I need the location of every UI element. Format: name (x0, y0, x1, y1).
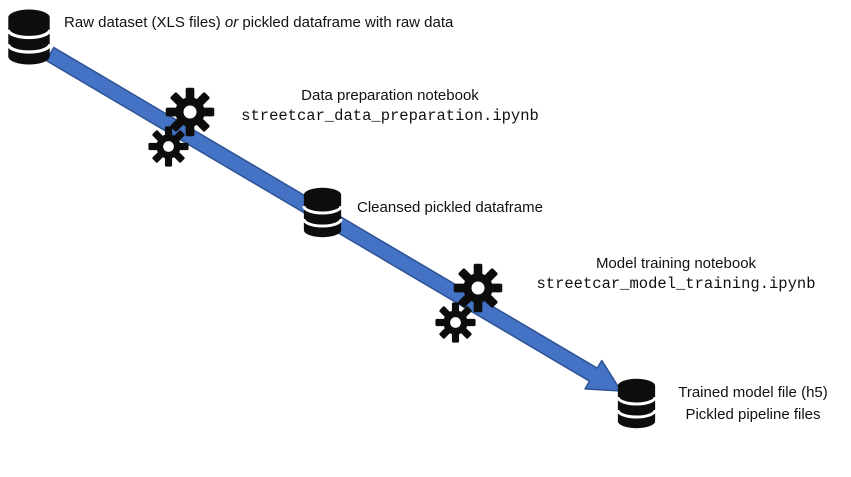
model-training-gear-icon (452, 262, 504, 314)
raw-data-label-suffix: pickled dataframe with raw data (238, 14, 454, 31)
data-prep-filename: streetcar_data_preparation.ipynb (241, 107, 539, 125)
data-prep-gear-small-icon (147, 125, 190, 168)
trained-model-database-icon (616, 377, 657, 430)
cleansed-database-icon (302, 186, 343, 239)
raw-data-label-prefix: Raw dataset (XLS files) (64, 14, 225, 31)
model-training-text: Model training notebook streetcar_model_… (496, 254, 851, 295)
data-prep-title: Data preparation notebook (301, 87, 479, 104)
data-prep-gear-icon (164, 86, 216, 138)
raw-data-database-icon (6, 8, 52, 66)
model-training-filename: streetcar_model_training.ipynb (536, 275, 816, 293)
trained-model-label-line2: Pickled pipeline files (685, 406, 821, 423)
raw-data-label: Raw dataset (XLS files) or pickled dataf… (64, 13, 453, 33)
trained-model-label-line1: Trained model file (h5) (678, 384, 828, 401)
trained-model-text: Trained model file (h5) Pickled pipeline… (660, 382, 846, 426)
model-training-gear-small-icon (434, 301, 477, 344)
cleansed-label: Cleansed pickled dataframe (357, 199, 543, 216)
raw-data-label-italic: or (224, 14, 239, 31)
data-prep-text: Data preparation notebook streetcar_data… (205, 86, 575, 127)
model-training-title: Model training notebook (595, 255, 757, 272)
